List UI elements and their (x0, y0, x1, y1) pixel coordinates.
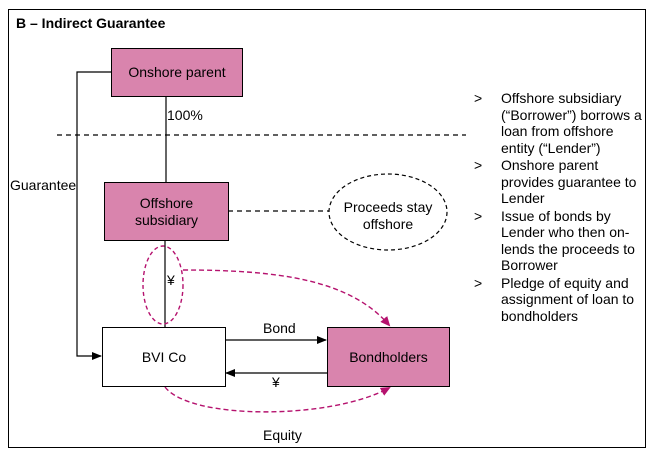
bullet-marker-icon: > (474, 274, 483, 291)
bullet-item: > Onshore parent provides guarantee to L… (470, 157, 646, 207)
bvi-co-label: BVI Co (141, 348, 187, 365)
bullet-text: Pledge of equity and assignment of loan … (501, 274, 635, 324)
bondholders-label: Bondholders (349, 348, 428, 365)
bullet-text: Offshore subsidiary (“Borrower”) borrows… (501, 90, 642, 156)
yen-payment-label: ¥ (272, 374, 280, 390)
proceeds-ellipse (328, 173, 448, 251)
bondholders-box: Bondholders (327, 327, 450, 387)
diagram-frame (8, 9, 646, 448)
bullet-marker-icon: > (474, 207, 483, 224)
offshore-subsidiary-label: Offshore subsidiary (134, 194, 199, 228)
bullet-item: > Issue of bonds by Lender who then on-l… (470, 208, 646, 274)
proceeds-label: Proceeds stay offshore (343, 199, 433, 232)
onshore-parent-box: Onshore parent (111, 48, 243, 97)
explanation-bullets: > Offshore subsidiary (“Borrower”) borro… (470, 90, 646, 325)
bullet-marker-icon: > (474, 90, 483, 106)
onshore-parent-label: Onshore parent (128, 64, 226, 80)
yen-loan-ellipse (142, 245, 184, 325)
ownership-label: 100% (167, 107, 203, 123)
bullet-marker-icon: > (474, 157, 483, 173)
equity-pledge-arrow (164, 386, 391, 413)
pledge-loan-arrow (182, 269, 391, 327)
guarantee-label: Guarantee (10, 177, 77, 193)
bullet-item: > Pledge of equity and assignment of loa… (470, 275, 646, 325)
diagram-title: B – Indirect Guarantee (16, 15, 166, 31)
bullet-text: Onshore parent provides guarantee to Len… (501, 157, 637, 206)
yen-flow-label: ¥ (167, 272, 175, 288)
offshore-subsidiary-box: Offshore subsidiary (104, 182, 229, 241)
bullet-item: > Offshore subsidiary (“Borrower”) borro… (470, 90, 646, 156)
guarantee-arrow (76, 71, 111, 360)
bullet-text: Issue of bonds by Lender who then on-len… (501, 207, 635, 274)
bvi-co-box: BVI Co (102, 327, 226, 387)
equity-label: Equity (263, 427, 302, 443)
bond-label: Bond (263, 320, 296, 336)
